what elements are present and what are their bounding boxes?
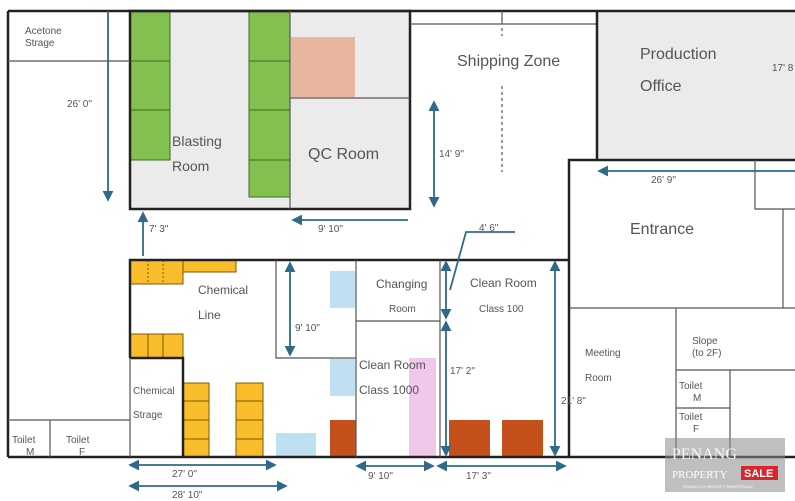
meeting-room-label: Meeting [585,348,621,359]
toilet-f-right-label: Toilet [679,412,703,423]
slope-label-2: (to 2F) [692,348,721,359]
watermark-property: PROPERTY [672,469,728,481]
production-office-area [597,11,795,160]
toilet-m-left-label-2: M [26,447,34,458]
dim-17-2: 17' 2" [450,366,475,377]
dim-4-6: 4' 6" [479,223,499,234]
blue-equipment [276,271,355,457]
dim-14-9: 14' 9" [439,149,464,160]
qc-room-label: QC Room [308,146,379,163]
changing-room-label: Changing [376,277,427,291]
slope-label: Slope [692,336,718,347]
acetone-storage-label: Acetone [25,26,62,37]
dim-9-10-qc: 9' 10" [318,224,343,235]
chemical-storage-label-2: Strage [133,410,163,421]
watermark-penang: PENANG [672,446,737,463]
dim-26-0: 26' 0" [67,99,92,110]
watermark-sale: SALE [744,468,773,480]
blasting-room-label-2: Room [172,158,209,174]
chemical-storage-label: Chemical [133,386,175,397]
dim-26-9: 26' 9" [651,175,676,186]
green-equipment [129,10,291,198]
blasting-room-label: Blasting [172,133,222,149]
toilet-f-right-label-2: F [693,424,699,435]
toilet-m-right-label-2: M [693,393,701,404]
chemical-line-label: Chemical [198,283,248,297]
dim-17-8: 17' 8 [772,63,794,74]
clean-room-100-label: Clean Room [470,276,537,290]
dim-9-10-bottom: 9' 10" [368,471,393,482]
qc-equipment-salmon [291,37,355,97]
dim-7-3: 7' 3" [149,224,169,235]
pink-equipment [409,358,436,457]
chemical-line-label-2: Line [198,308,221,322]
dim-17-3: 17' 3" [466,471,491,482]
production-office-label-2: Office [640,78,682,95]
toilet-f-left-label-2: F [79,447,85,458]
toilet-f-left-label: Toilet [66,435,90,446]
dim-9-10-inner: 9' 10" [295,323,320,334]
toilet-m-left-label: Toilet [12,435,36,446]
walls [6,9,795,459]
dim-27-0: 27' 0" [172,469,197,480]
shipping-zone-label: Shipping Zone [457,53,560,70]
dimension-arrows [102,11,795,492]
meeting-room-label-2: Room [585,373,612,384]
entrance-label: Entrance [630,221,694,238]
orange-equipment [330,420,543,457]
dim-21-8: 21' 8" [561,396,586,407]
clean-room-1000-label: Clean Room [359,358,426,372]
dim-28-10: 28' 10" [172,490,203,501]
clean-room-1000-label-2: Class 1000 [359,383,419,397]
production-office-label: Production [640,46,717,63]
watermark-tagline: PENANG'S #1 PROPERTY MARKETPLACE [683,485,753,489]
toilet-m-right-label: Toilet [679,381,703,392]
changing-room-label-2: Room [389,304,416,315]
clean-room-100-label-2: Class 100 [479,304,524,315]
penang-property-sale-watermark: PENANG PROPERTY SALE PENANG'S #1 PROPERT… [665,438,785,492]
acetone-storage-label-2: Strage [25,38,55,49]
